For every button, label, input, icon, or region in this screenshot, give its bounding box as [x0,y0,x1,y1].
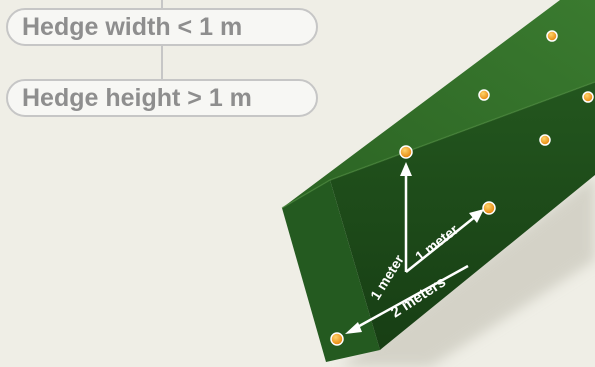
hedge-width-criterion: Hedge width < 1 m [6,8,318,46]
marker-dot-height [399,145,413,159]
marker-dot [582,91,594,103]
marker-dot [478,89,490,101]
hedge-top-face [282,0,595,208]
hedge-height-criterion: Hedge height > 1 m [6,79,318,117]
hedge-front-face [330,82,595,350]
hedge-end-face [282,180,380,362]
measurement-arrows [345,162,484,334]
measurement-markers [330,30,594,346]
hedge-edge [281,81,595,209]
connector-top [161,0,163,8]
marker-dot-origin [330,332,344,346]
connector-middle [161,46,163,79]
marker-dot-width [482,201,496,215]
marker-dot [546,30,558,42]
marker-dot [539,134,551,146]
